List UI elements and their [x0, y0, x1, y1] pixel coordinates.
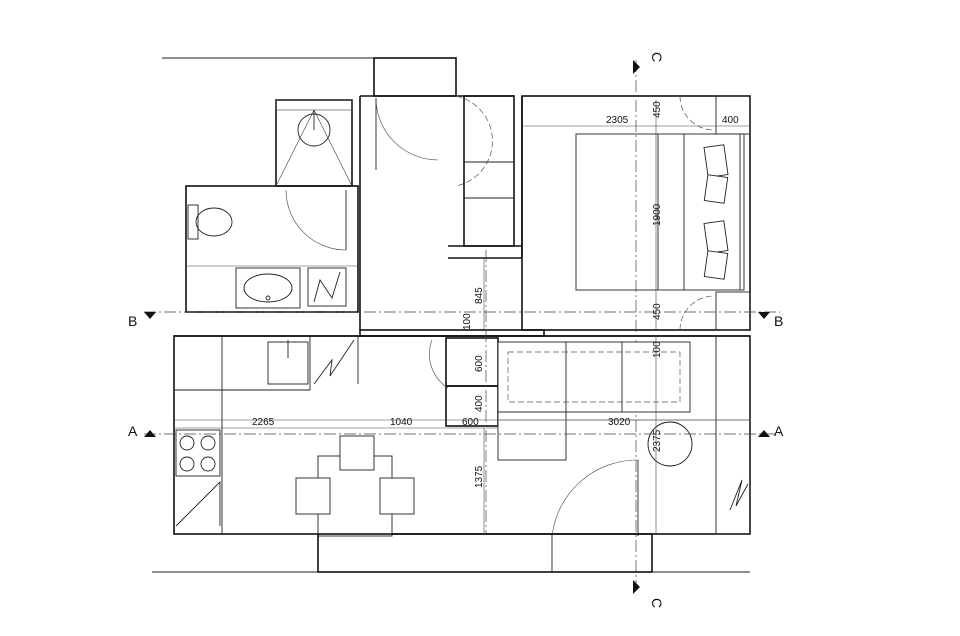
dimension-lines: [174, 100, 750, 534]
section-marker-a-right: A: [758, 423, 784, 439]
bathroom: [185, 99, 359, 313]
dining-table: [295, 435, 415, 537]
washbasin-icon: [235, 267, 301, 309]
dim-kitchen-length: 2265: [252, 417, 275, 428]
dim-living-depth: 2375: [652, 429, 663, 452]
hall-wardrobe: [463, 95, 515, 247]
dim-bed-length: 1900: [652, 203, 663, 226]
dim-bed-width: 2305: [606, 115, 629, 126]
side-table-icon: [647, 421, 693, 467]
bathroom-door-swing: [285, 189, 347, 251]
section-marker-b-right: B: [758, 312, 783, 329]
pillow-icon: [703, 220, 729, 254]
dim-living-width: 3020: [608, 417, 631, 428]
boiler-icon: [307, 267, 347, 307]
section-label: B: [774, 313, 783, 329]
tv-unit: [715, 335, 751, 535]
pillow-icon: [703, 174, 729, 204]
hob-icon: [175, 429, 221, 477]
double-bed: [575, 133, 745, 291]
dim-base-600: 600: [462, 417, 479, 428]
kitchen-living: [144, 250, 780, 537]
dim-table-offset: 1040: [390, 417, 413, 428]
dim-wall-left: 100: [462, 313, 473, 330]
toilet-icon: [187, 204, 233, 240]
section-label: A: [128, 423, 138, 439]
balcony-door-swing: [551, 459, 639, 537]
dim-cabinet-600: 600: [474, 355, 485, 372]
section-marker-c-bottom: C: [633, 580, 665, 608]
dim-wardrobe-depth: 400: [722, 115, 739, 126]
section-marker-a-left: A: [128, 423, 156, 439]
section-label: B: [128, 313, 137, 329]
section-marker-b-left: B: [128, 312, 156, 329]
bedroom: [521, 60, 751, 590]
balcony: [317, 533, 653, 573]
dim-wall-right: 100: [652, 341, 663, 358]
wardrobe-bottom: [715, 291, 751, 331]
dim-top-gap: 450: [652, 101, 663, 118]
dim-bottom-gap: 450: [652, 303, 663, 320]
entry-door-swing: [375, 97, 439, 161]
dim-corridor: 845: [474, 287, 485, 304]
pillow-icon: [703, 250, 729, 280]
section-label: C: [649, 52, 665, 62]
dim-window-depth: 1375: [474, 465, 485, 488]
section-label: C: [649, 598, 665, 608]
pillow-icon: [703, 144, 729, 178]
entrance-hall: [359, 57, 523, 330]
cabinet-600: [445, 337, 499, 387]
section-label: A: [774, 423, 784, 439]
shower-drain-grate: [275, 99, 353, 111]
section-marker-c-top: C: [633, 52, 665, 74]
dim-cabinet-400: 400: [474, 395, 485, 412]
